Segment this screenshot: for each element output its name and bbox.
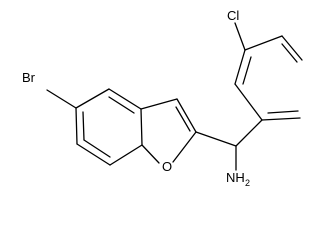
bond-c2-methine xyxy=(195,131,237,147)
bond xyxy=(176,98,197,133)
double-bond-inner xyxy=(175,106,191,132)
double-bond-inner xyxy=(108,96,135,114)
bond xyxy=(76,143,111,166)
bond xyxy=(75,107,78,145)
oxygen-label: O xyxy=(162,159,172,174)
bond-methine-aryl xyxy=(235,119,263,147)
amine-nh-label: NH xyxy=(226,170,245,185)
bond-o-c xyxy=(141,144,160,164)
bond-c-br xyxy=(46,89,77,109)
double-bond-inner xyxy=(83,139,111,158)
bond xyxy=(109,144,143,166)
double-bond-inner xyxy=(242,56,252,85)
amine-subscript-label: 2 xyxy=(245,178,250,188)
double-bond-inner xyxy=(281,43,298,63)
chlorophenyl-ring xyxy=(234,35,303,121)
double-bond-inner xyxy=(82,111,85,141)
bond xyxy=(281,35,303,61)
benzofuran-benzene-ring xyxy=(75,88,143,166)
bond xyxy=(234,83,263,121)
double-bond-inner xyxy=(267,110,299,114)
bond-c-o xyxy=(172,131,197,163)
bond xyxy=(234,49,246,85)
furan-ring xyxy=(140,98,197,164)
chemical-structure-drawing: Br O Cl NH 2 xyxy=(22,8,303,188)
bond xyxy=(75,88,110,109)
chlorine-label: Cl xyxy=(227,8,239,23)
bond xyxy=(108,88,142,110)
bond xyxy=(244,35,283,51)
bromine-label: Br xyxy=(22,70,36,85)
bond xyxy=(140,108,143,146)
amine-label: NH 2 xyxy=(226,170,250,188)
bond xyxy=(140,98,178,110)
bond-c-cl xyxy=(234,22,246,51)
bond xyxy=(261,117,301,121)
